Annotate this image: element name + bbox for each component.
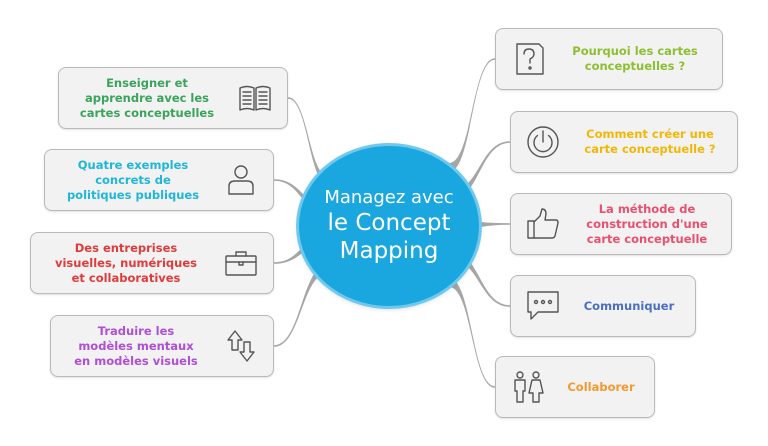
arrows-icon [221,326,261,366]
node-comment-label: Comment créer une carte conceptuelle ? [584,127,716,156]
central-topic-line-1: Managez avec [324,187,454,208]
thumbs-up-icon [523,204,563,244]
central-topic-line-2: le Concept [327,210,451,236]
connector-comment [449,141,510,202]
connector-pourquoi [449,58,495,173]
node-comment[interactable]: Comment créer une carte conceptuelle ? [510,111,738,173]
central-topic-line-3: Mapping [339,238,439,264]
people-icon [508,367,548,407]
node-pourquoi[interactable]: Pourquoi les cartes conceptuelles ? [495,28,723,90]
connector-communiquer [449,249,510,307]
node-collaborer-label: Collaborer [567,379,635,394]
node-traduire[interactable]: Traduire les modèles mentaux en modèles … [50,315,274,377]
chat-icon [523,286,563,326]
power-icon [523,122,563,162]
book-icon [235,78,275,118]
node-entreprises-label: Des entreprises visuelles, numériques et… [54,240,197,285]
node-enseigner-label: Enseigner et apprendre avec les cartes c… [79,75,215,120]
central-topic[interactable]: Managez avec le Concept Mapping [299,146,479,306]
node-pourquoi-label: Pourquoi les cartes conceptuelles ? [572,44,698,73]
node-communiquer-label: Communiquer [583,298,675,313]
node-collaborer[interactable]: Collaborer [495,356,655,418]
node-entreprises[interactable]: Des entreprises visuelles, numériques et… [30,232,274,294]
question-icon [508,39,548,79]
connector-traduire [274,263,329,347]
node-exemples[interactable]: Quatre exemples concrets de politiques p… [44,149,274,211]
node-communiquer[interactable]: Communiquer [510,275,696,337]
briefcase-icon [221,243,261,283]
node-traduire-label: Traduire les modèles mentaux en modèles … [74,323,198,368]
node-methode[interactable]: La méthode de construction d'une carte c… [510,193,732,255]
node-methode-label: La méthode de construction d'une carte c… [586,201,708,246]
connector-collaborer [449,277,495,388]
user-icon [221,160,261,200]
connector-enseigner [288,97,329,186]
node-enseigner[interactable]: Enseigner et apprendre avec les cartes c… [58,67,288,129]
node-exemples-label: Quatre exemples concrets de politiques p… [66,157,200,202]
